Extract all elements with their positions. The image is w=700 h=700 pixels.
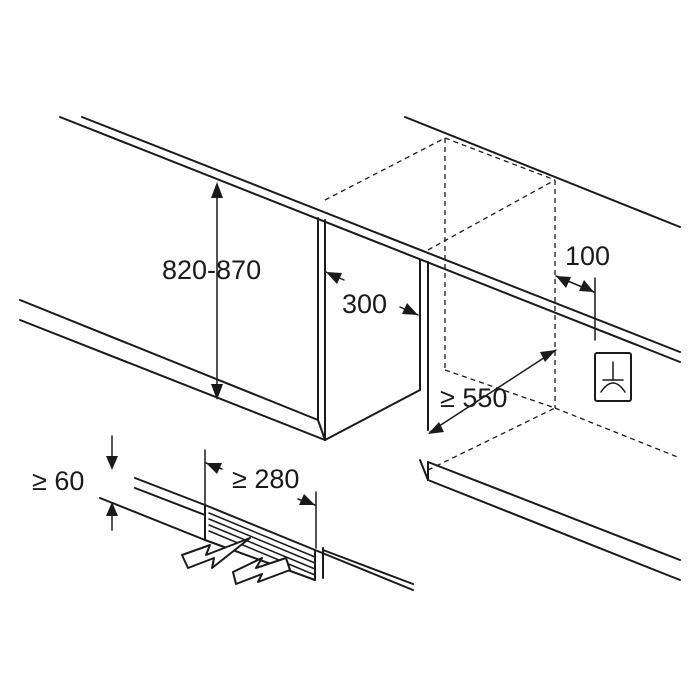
socket-offset-dimension: 100	[555, 241, 610, 341]
side-gap-dimension: 300	[325, 271, 419, 319]
depth-min-label: ≥ 550	[440, 383, 507, 413]
niche-outline	[324, 137, 681, 471]
airflow-out-arrow	[181, 537, 251, 569]
vent-height-dimension: ≥ 60	[32, 435, 118, 531]
height-range-label: 820-870	[162, 255, 261, 285]
socket-offset-label: 100	[565, 241, 610, 271]
vent-width-dimension: ≥ 280	[204, 449, 317, 549]
airflow-in-arrow	[232, 557, 291, 585]
worktop	[59, 116, 681, 363]
right-cabinet	[419, 259, 681, 581]
vent-width-label: ≥ 280	[232, 464, 299, 494]
height-dimension: 820-870	[162, 182, 261, 400]
socket-icon	[594, 352, 632, 402]
plinth-vent-detail	[99, 477, 414, 591]
side-gap-label: 300	[342, 289, 387, 319]
vent-height-label: ≥ 60	[32, 466, 84, 496]
depth-dimension: ≥ 550	[428, 349, 557, 434]
left-cabinet	[19, 217, 421, 441]
